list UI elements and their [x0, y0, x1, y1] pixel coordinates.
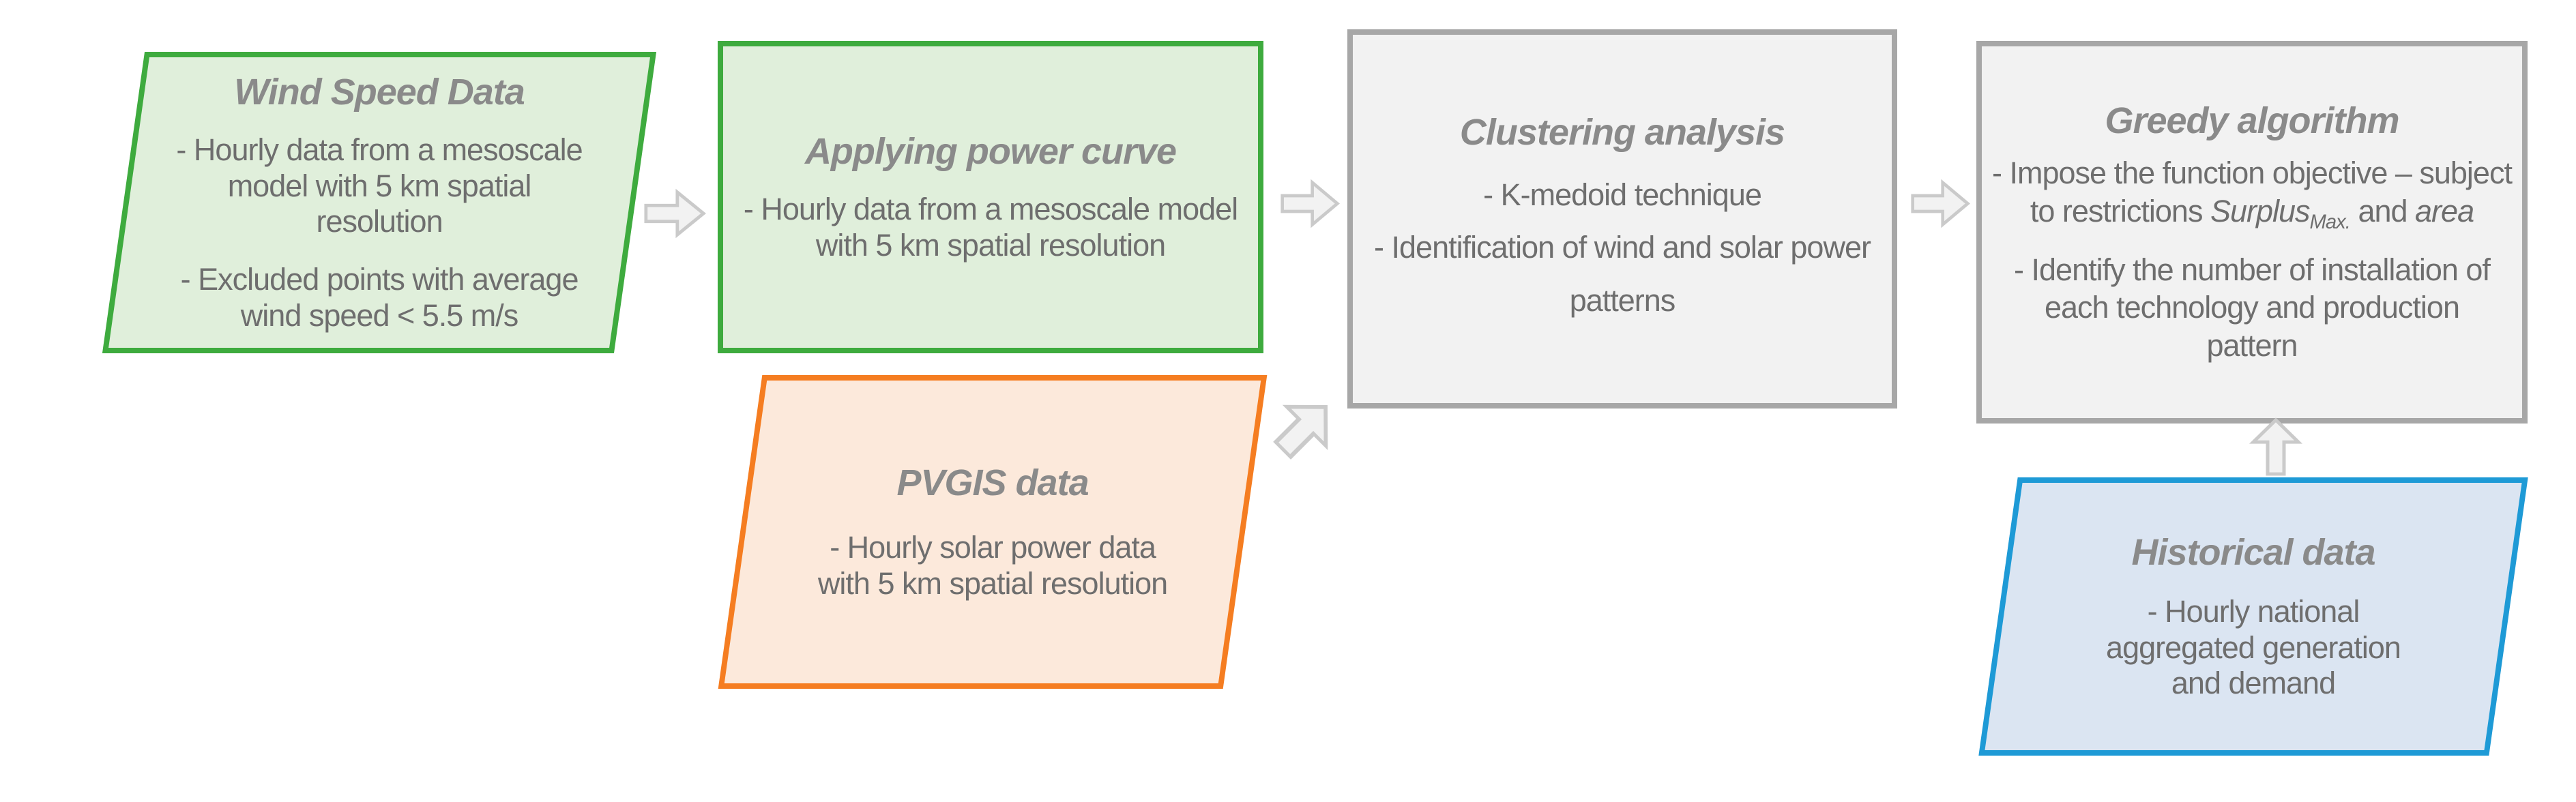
arrow-up-right-icon [1272, 396, 1337, 461]
node-historical-data: Historical data - Hourly national aggreg… [1978, 477, 2528, 756]
node-title-historical-data: Historical data [2131, 532, 2375, 574]
node-wind-speed-data: Wind Speed Data - Hourly data from a mes… [102, 52, 657, 353]
node-greedy-algorithm: Greedy algorithm - Impose the function o… [1976, 41, 2528, 424]
arrow-right-icon [1280, 179, 1341, 228]
bullet-italic-term: Surplus [2210, 193, 2311, 228]
node-title-wind-speed-data: Wind Speed Data [234, 72, 525, 113]
bullet-subscript: Max. [2309, 211, 2351, 234]
node-title-applying-power-curve: Applying power curve [804, 131, 1177, 173]
bullet-text: - Impose the function objective – subjec… [1992, 155, 2513, 228]
node-bullet: - Identification of wind and solar power… [1374, 230, 1871, 318]
node-pvgis-data: PVGIS data - Hourly solar power data wit… [718, 375, 1268, 689]
node-title-greedy-algorithm: Greedy algorithm [2105, 100, 2399, 141]
node-bullet: - Hourly solar power data with 5 km spat… [817, 530, 1168, 601]
node-applying-power-curve: Applying power curve - Hourly data from … [718, 41, 1263, 353]
node-bullet: - Identify the number of installation of… [2014, 252, 2491, 363]
node-bullet: - Hourly data from a mesoscale model wit… [743, 192, 1238, 263]
node-bullet: - Hourly data from a mesoscale model wit… [176, 132, 583, 239]
node-title-clustering-analysis: Clustering analysis [1459, 111, 1785, 153]
node-title-pvgis-data: PVGIS data [896, 462, 1089, 504]
bullet-text: and [2350, 193, 2416, 228]
node-bullet: - Hourly national aggregated generation … [2106, 594, 2401, 701]
bullet-italic-term: area [2415, 193, 2474, 228]
node-bullet: - Impose the function objective – subjec… [1982, 154, 2521, 234]
arrow-right-icon [643, 188, 707, 239]
node-clustering-analysis: Clustering analysis - K-medoid technique… [1347, 29, 1897, 409]
arrow-up-icon [2249, 417, 2303, 477]
node-bullet: - K-medoid technique [1483, 177, 1762, 212]
node-bullet: - Excluded points with average wind spee… [180, 262, 579, 333]
arrow-right-icon [1910, 179, 1971, 228]
